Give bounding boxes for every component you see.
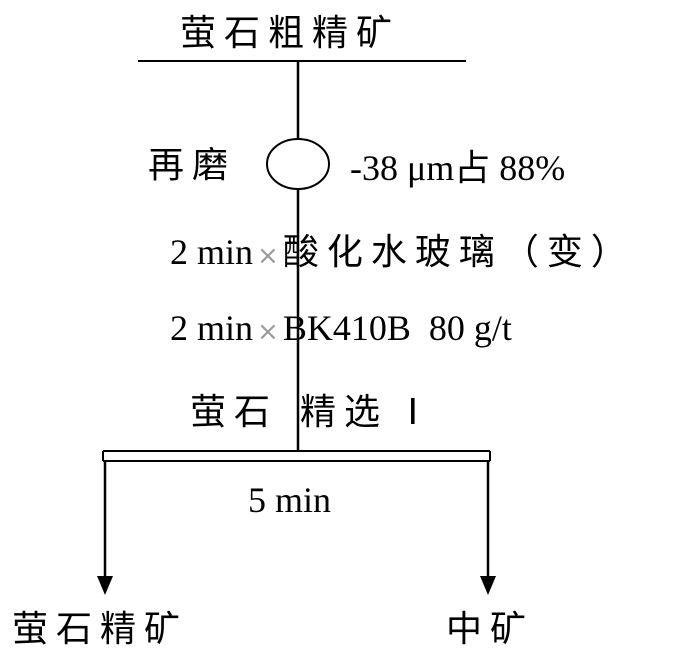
reagent-1-operator: × (257, 241, 279, 271)
concentrate-arrowhead (97, 576, 113, 595)
regrind-label: 再磨 (148, 145, 237, 186)
regrind-mill-symbol (266, 138, 330, 190)
reagent-2-operator: × (257, 317, 279, 347)
feed-label: 萤石粗精矿 (180, 13, 401, 54)
stage-time: 5 min (248, 480, 332, 520)
stage-name: 萤石精选 I (190, 395, 426, 431)
reagent-2-time: 2 min (170, 308, 254, 348)
reagent-1-name: 酸化水玻璃（变） (282, 232, 635, 273)
reagent-row-1: 2 min×酸化水玻璃（变） (170, 234, 635, 271)
reagent-1-time: 2 min (170, 232, 254, 272)
stage-name-part-b: 精选 I (300, 392, 427, 433)
middling-label: 中矿 (446, 609, 535, 650)
reagent-2-name: BK410B 80 g/t (282, 308, 512, 348)
reagent-row-2: 2 min×BK410B 80 g/t (170, 310, 512, 347)
concentrate-label: 萤石精矿 (12, 609, 189, 650)
size-spec-label: -38 μm占 88% (350, 148, 566, 188)
middling-arrowhead (480, 576, 496, 595)
stage-name-part-a: 萤石 (190, 392, 279, 433)
